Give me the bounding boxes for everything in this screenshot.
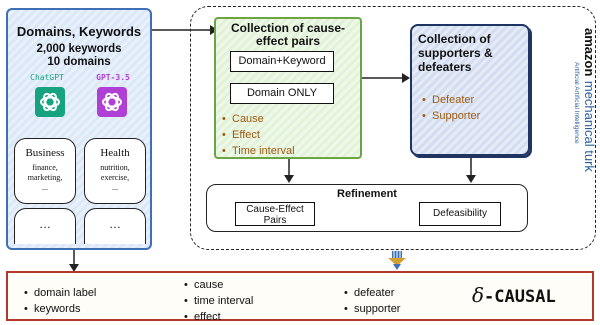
mturk-logo: amazon mechanical turk Artificial Artifi… <box>564 28 598 228</box>
mturk-tagline: Artificial Artificial Intelligence <box>573 62 580 144</box>
supporters-defeaters-panel: Collection of supporters & defeaters Def… <box>410 24 530 156</box>
field-cause: Cause <box>222 111 295 127</box>
summary-col-support: defeater supporter <box>344 285 400 317</box>
domain-name: Health <box>100 147 130 159</box>
refine-cause-effect-pairs: Cause-Effect Pairs <box>235 202 315 226</box>
chatgpt-label: ChatGPT <box>30 73 64 82</box>
mturk-brand: amazon <box>582 28 597 77</box>
pipeline-container <box>190 6 596 250</box>
domains-keywords-panel: Domains, Keywords 2,000 keywords 10 doma… <box>6 8 152 250</box>
arrow-down-left <box>69 250 79 272</box>
refine-defeasibility: Defeasibility <box>419 202 501 226</box>
more-ellipsis: … <box>109 217 121 231</box>
summary-item: time interval <box>184 293 253 309</box>
arrow-down-to-dataset-icon <box>388 251 406 270</box>
summary-item: supporter <box>344 301 400 317</box>
option-domain-keyword: Domain+Keyword <box>230 51 334 72</box>
delta-symbol: δ <box>472 283 485 307</box>
summary-col-domain: domain label keywords <box>24 285 96 317</box>
domain-card-more-2: … <box>84 208 146 244</box>
dataset-summary-bar: domain label keywords cause time interva… <box>6 271 594 325</box>
dataset-name: δ-CAUSAL <box>472 283 556 307</box>
option-domain-only: Domain ONLY <box>230 83 334 104</box>
keywords-count: 2,000 keywords <box>36 43 122 55</box>
summary-item: keywords <box>24 301 96 317</box>
domain-card-business: Business finance, marketing, ... <box>14 138 76 204</box>
more-ellipsis: … <box>39 217 51 231</box>
domain-examples: finance, marketing, ... <box>27 163 63 192</box>
arrow-pairs-to-refinement <box>284 159 294 183</box>
field-supporter: Supporter <box>422 108 480 124</box>
panel-title: Refinement <box>337 188 397 200</box>
summary-col-pairs: cause time interval effect <box>184 277 253 325</box>
panel-title: Collection of cause- effect pairs <box>230 21 346 48</box>
summary-item: defeater <box>344 285 400 301</box>
domain-card-health: Health nutrition, exercise, ... <box>84 138 146 204</box>
cause-effect-collection-panel: Collection of cause- effect pairs Domain… <box>214 17 362 159</box>
field-defeater: Defeater <box>422 92 480 108</box>
dataset-name-text: -CAUSAL <box>484 287 556 307</box>
domain-name: Business <box>25 147 65 159</box>
gpt35-label: GPT-3.5 <box>96 73 130 82</box>
field-time-interval: Time interval <box>222 143 295 159</box>
panel-title: Collection of supporters & defeaters <box>418 32 493 74</box>
summary-item: cause <box>184 277 253 293</box>
domain-card-more-1: … <box>14 208 76 244</box>
field-effect: Effect <box>222 127 295 143</box>
arrow-to-supporters <box>362 73 410 83</box>
panel-title: Domains, Keywords <box>16 24 142 39</box>
support-fields-list: Defeater Supporter <box>422 92 480 124</box>
refinement-panel: Refinement Cause-Effect Pairs Defeasibil… <box>206 184 528 232</box>
gpt35-logo-icon <box>97 87 127 117</box>
pair-fields-list: Cause Effect Time interval <box>222 111 295 159</box>
domain-examples: nutrition, exercise, ... <box>100 163 130 192</box>
summary-item: domain label <box>24 285 96 301</box>
chatgpt-logo-icon <box>35 87 65 117</box>
mturk-product: mechanical turk <box>582 80 597 172</box>
domains-count: 10 domains <box>47 56 111 68</box>
summary-item: effect <box>184 309 253 325</box>
arrow-support-to-refinement <box>466 158 476 183</box>
